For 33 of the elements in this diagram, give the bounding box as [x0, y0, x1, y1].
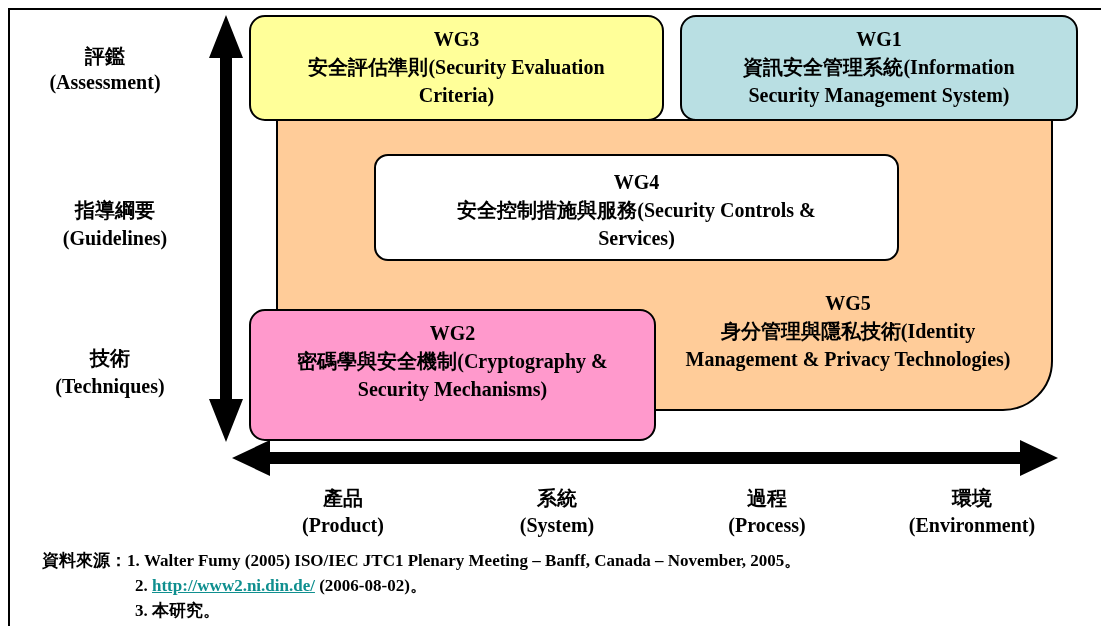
group-title: 資訊安全管理系統(Information Security Management System) [742, 55, 1016, 109]
axis-label: 指導綱要 [75, 198, 155, 223]
group-code: WG2 [428, 321, 477, 346]
group-title: 密碼學與安全機制(Cryptography & Security Mechanisms) [296, 349, 609, 403]
axis-label: (System) [519, 513, 595, 539]
axis-label: 技術 [90, 346, 130, 371]
group-title: 安全評估準則(Security Evaluation Criteria) [307, 55, 606, 109]
group-code: WG4 [612, 170, 661, 195]
axis-label: (Environment) [908, 513, 1036, 539]
axis-label: (Techniques) [55, 374, 165, 400]
working-group-box [249, 15, 664, 121]
working-group-box [249, 309, 656, 441]
axis-label: 產品 [323, 486, 363, 511]
axis-label: 系統 [537, 486, 577, 511]
source-note: 資料來源：1. Walter Fumy (2005) ISO/IEC JTC1 Plenary Meeting – Banff, Canada – November, 2005。 [42, 551, 802, 570]
axis-label: (Assessment) [49, 70, 161, 96]
link: http://www2.ni.din.de/ [152, 576, 315, 595]
working-group-box [680, 15, 1078, 121]
group-title: 身分管理與隱私技術(Identity Management & Privacy Technologies) [684, 319, 1012, 373]
source-note: (2006-08-02)。 [319, 576, 427, 595]
group-code: WG1 [855, 27, 903, 52]
axis-label: (Guidelines) [62, 226, 168, 252]
source-note: 3. 本研究。 [135, 601, 220, 620]
group-title: 安全控制措施與服務(Security Controls & Services) [456, 198, 817, 252]
group-code: WG3 [432, 27, 481, 52]
group-code: WG5 [824, 291, 872, 316]
source-note: 2. [135, 576, 148, 595]
axis-label: 評鑑 [85, 44, 125, 69]
axis-label: 環境 [952, 486, 992, 511]
working-group-box [374, 154, 899, 261]
axis-label: (Product) [302, 513, 384, 539]
axis-label: (Process) [728, 513, 806, 538]
axis-label: 過程 [747, 486, 787, 511]
